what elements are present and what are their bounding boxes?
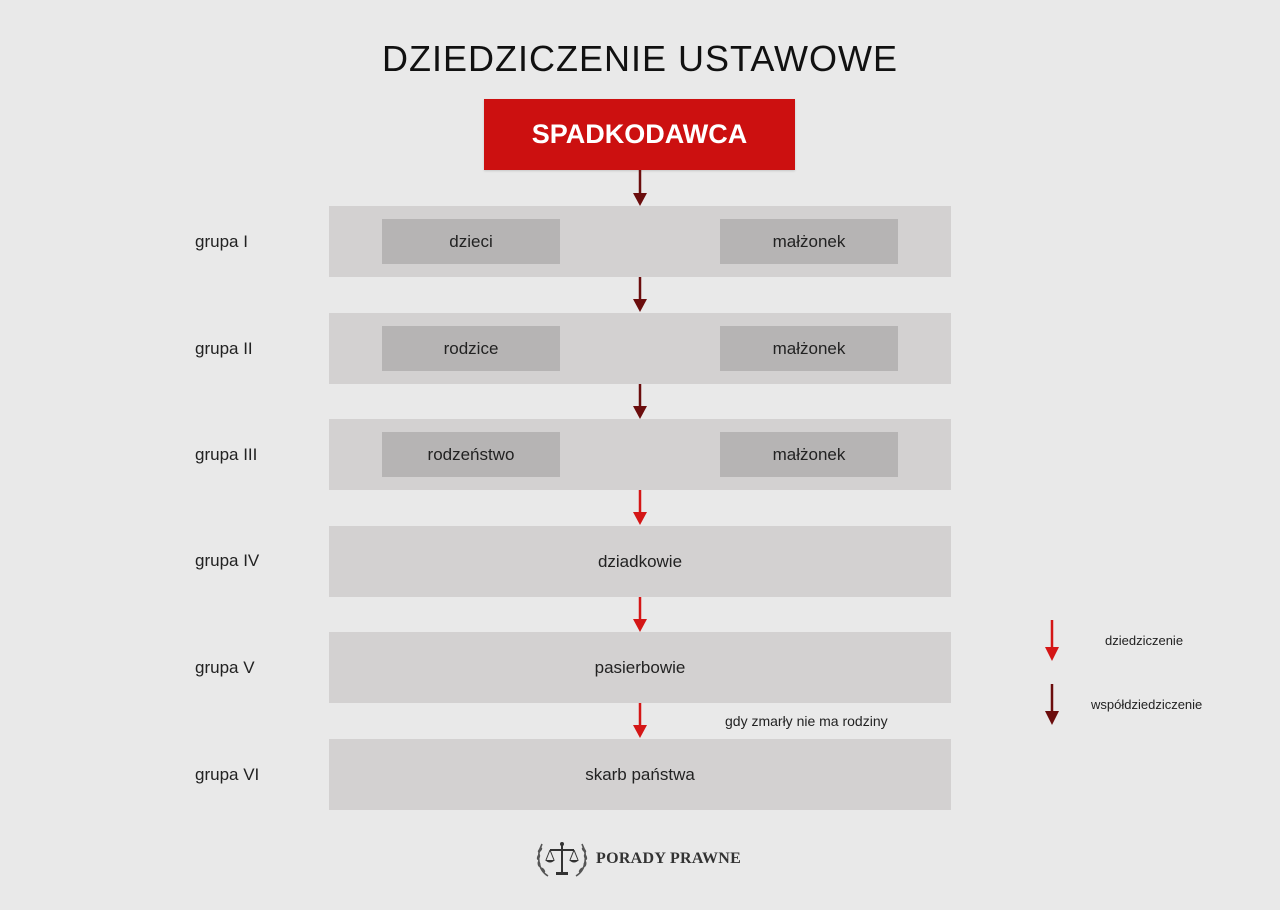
heir-box-spouse: małżonek bbox=[720, 432, 898, 477]
group-label-4: grupa IV bbox=[195, 551, 260, 570]
group-label-3: grupa III bbox=[195, 445, 258, 464]
group-band-2: rodzice małżonek bbox=[329, 313, 951, 384]
arrow-root-to-group-1 bbox=[633, 170, 647, 206]
diagram-title: DZIEDZICZENIE USTAWOWE bbox=[382, 38, 898, 79]
heir-state-treasury: skarb państwa bbox=[585, 764, 695, 784]
group-band-3: rodzeństwo małżonek bbox=[329, 419, 951, 490]
arrow-group-4-to-group-5 bbox=[633, 597, 647, 632]
heir-stepchildren: pasierbowie bbox=[594, 657, 686, 677]
heir-grandparents: dziadkowie bbox=[597, 551, 683, 571]
legend-co-inheritance-label: współdziedziczenie bbox=[1091, 697, 1203, 712]
group-label-1: grupa I bbox=[195, 232, 248, 251]
heir-box-spouse: małżonek bbox=[720, 219, 898, 264]
group-band-6: skarb państwa bbox=[329, 739, 951, 810]
heir-box-siblings: rodzeństwo bbox=[382, 432, 560, 477]
group-band-5: pasierbowie bbox=[329, 632, 951, 703]
group-label-6: grupa VI bbox=[195, 765, 260, 784]
condition-note: gdy zmarły nie ma rodziny bbox=[725, 713, 888, 729]
heir-box-spouse: małżonek bbox=[720, 326, 898, 371]
root-box-testator: SPADKODAWCA bbox=[484, 99, 795, 170]
group-label-2: grupa II bbox=[195, 339, 253, 358]
group-label-5: grupa V bbox=[195, 658, 255, 677]
scales-of-justice-icon bbox=[536, 842, 588, 877]
arrow-group-3-to-group-4 bbox=[633, 490, 647, 525]
legend-co-inheritance-arrow-icon bbox=[1045, 684, 1059, 725]
group-band-1: dzieci małżonek bbox=[329, 206, 951, 277]
heir-box-children: dzieci bbox=[382, 219, 560, 264]
brand-logo: PORADY PRAWNE bbox=[534, 836, 741, 882]
legend-inheritance-arrow-icon bbox=[1045, 620, 1059, 661]
arrow-group-5-to-group-6 bbox=[633, 703, 647, 738]
heir-box-parents: rodzice bbox=[382, 326, 560, 371]
arrow-group-2-to-group-3 bbox=[633, 384, 647, 419]
arrow-group-1-to-group-2 bbox=[633, 277, 647, 312]
group-band-4: dziadkowie bbox=[329, 526, 951, 597]
legend-inheritance-label: dziedziczenie bbox=[1105, 633, 1184, 648]
brand-logo-text: PORADY PRAWNE bbox=[596, 850, 742, 867]
